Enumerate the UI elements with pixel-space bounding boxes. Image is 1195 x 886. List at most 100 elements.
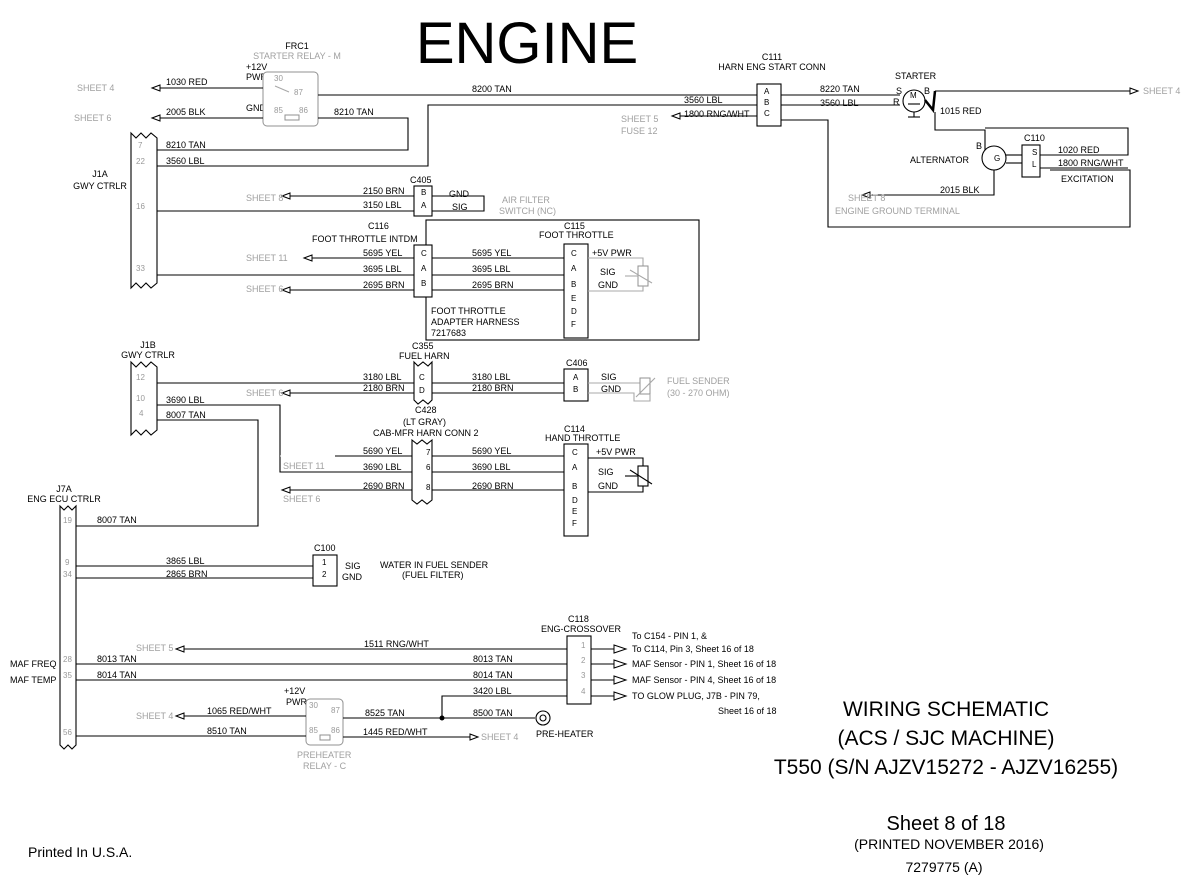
connector-j1b: J1B GWY CTRLR 12 10 4 [121, 340, 175, 437]
c114-pin-a: A [572, 463, 578, 472]
ref-sheet6-c: SHEET 6 [246, 388, 283, 398]
maf-temp-label: MAF TEMP [10, 675, 56, 685]
j1a-pin-7: 7 [138, 141, 143, 150]
preheater-relay: +12V PWR 30 87 85 86 PREHEATER RELAY - C… [76, 686, 594, 771]
ref-sheet11-b: SHEET 11 [283, 461, 325, 471]
c405-id: C405 [410, 175, 432, 185]
j1a-pin-16: 16 [136, 202, 145, 211]
dest-c154: To C154 - PIN 1, & [632, 631, 707, 641]
alt-g: G [994, 154, 1000, 163]
c114-gnd: GND [598, 481, 619, 491]
c118-pin-1: 1 [581, 641, 586, 650]
wire-8013-j7a: 8013 TAN [97, 654, 137, 664]
wire-1445: 1445 RED/WHT [363, 727, 428, 737]
document-number: 7279775 (A) [905, 859, 982, 875]
preheat-pwr: PWR [286, 697, 307, 707]
c116-label: FOOT THROTTLE INTDM [312, 234, 418, 244]
wire-2015: 2015 BLK [940, 185, 980, 195]
ref-fuse12: FUSE 12 [621, 126, 658, 136]
j7a-pin-35: 35 [63, 671, 72, 680]
ref-sheet5-b: SHEET 5 [136, 643, 173, 653]
frc1-pin-87: 87 [294, 88, 303, 97]
ref-sheet4-a: SHEET 4 [77, 83, 114, 93]
c111-pin-b: B [764, 98, 769, 107]
preheat-pin-86: 86 [331, 726, 340, 735]
wire-8200: 8200 TAN [472, 84, 512, 94]
j1a-pin-22: 22 [136, 157, 145, 166]
j1a-pin-33: 33 [136, 264, 145, 273]
printed-in: Printed In U.S.A. [28, 844, 132, 860]
c118-label: ENG-CROSSOVER [541, 624, 622, 634]
starter-motor: STARTER S R B M 1015 RED [893, 71, 986, 153]
c428-pin-8: 8 [426, 483, 431, 492]
frc1-pwr: PWR [246, 72, 267, 82]
adapter-label-2: ADAPTER HARNESS [431, 317, 520, 327]
frc1-label: STARTER RELAY - M [253, 51, 341, 61]
frc1-pin-30: 30 [274, 74, 283, 83]
wire-8510: 8510 TAN [207, 726, 247, 736]
footer-line-3: T550 (S/N AJZV15272 - AJZV16255) [774, 756, 1118, 779]
wire-8007-j7a: 8007 TAN [97, 515, 137, 525]
c355-pin-d: D [419, 386, 425, 395]
sheet-number: Sheet 8 of 18 [887, 813, 1006, 835]
c115-id: C115 [564, 221, 585, 231]
c406-gnd: GND [601, 384, 622, 394]
j7a-label: ENG ECU CTRLR [27, 494, 101, 504]
c405-pin-b: B [421, 188, 426, 197]
c115-sig: SIG [600, 267, 616, 277]
ref-sheet4-c: SHEET 4 [136, 711, 173, 721]
c428-label: CAB-MFR HARN CONN 2 [373, 428, 479, 438]
wire-8500: 8500 TAN [473, 708, 513, 718]
c110-pin-l: L [1032, 160, 1037, 169]
j1b-label: GWY CTRLR [121, 350, 175, 360]
adapter-label-3: 7217683 [431, 328, 466, 338]
air-filter-label-2: SWITCH (NC) [499, 206, 556, 216]
adapter-label-1: FOOT THROTTLE [431, 306, 506, 316]
wire-8007-j1b: 8007 TAN [166, 410, 206, 420]
c114-5v: +5V PWR [596, 447, 636, 457]
j1a-id: J1A [92, 169, 108, 179]
c115-pin-e: E [571, 294, 576, 303]
preheater-label: PRE-HEATER [536, 729, 594, 739]
j1a-body [130, 131, 158, 290]
c118-id: C118 [568, 614, 589, 624]
wire-2865: 2865 BRN [166, 569, 208, 579]
c115-5v: +5V PWR [592, 248, 632, 258]
wire-1030: 1030 RED [166, 77, 208, 87]
dest-maf-pin4: MAF Sensor - PIN 4, Sheet 16 of 18 [632, 675, 776, 685]
c100-body [312, 554, 338, 587]
ref-sheet11-a: SHEET 11 [246, 253, 288, 263]
c111-label: HARN ENG START CONN [718, 62, 826, 72]
j7a-pin-56: 56 [63, 728, 72, 737]
wire-3560-c111: 3560 LBL [684, 95, 723, 105]
wire-8220: 8220 TAN [820, 84, 860, 94]
fuel-sender-group: C355 FUEL HARN C D 3180 LBL SHEET 6 2180… [157, 341, 730, 405]
frc1-id: FRC1 [285, 41, 309, 51]
wire-2180-c355: 2180 BRN [363, 383, 405, 393]
starter-s: S [896, 86, 902, 96]
c114-pin-e: E [572, 507, 577, 516]
ref-sheet8-b: SHEET 8 [246, 193, 283, 203]
starter-m: M [910, 91, 917, 100]
frc1-switch [274, 85, 290, 93]
fuel-sender-label: FUEL SENDER [667, 376, 730, 386]
preheat-relay-label-2: RELAY - C [303, 761, 347, 771]
c405-sig: SIG [452, 202, 468, 212]
preheat-pin-30: 30 [309, 701, 318, 710]
connector-c111: C111 HARN ENG START CONN A B C [718, 52, 826, 127]
wire-3180-c355: 3180 LBL [363, 372, 402, 382]
c405-pin-a: A [421, 201, 427, 210]
connector-c405: C405 B A SHEET 8 2150 BRN 3150 LBL GND S… [157, 175, 556, 217]
c405-gnd: GND [449, 189, 470, 199]
frc1-coil [284, 114, 300, 121]
water-sender-label: WATER IN FUEL SENDER [380, 560, 489, 570]
wire-3690-c428: 3690 LBL [363, 462, 402, 472]
wire-3690-j1b: 3690 LBL [166, 395, 205, 405]
preheat-12v: +12V [284, 686, 305, 696]
ref-sheet6-a: SHEET 6 [74, 113, 111, 123]
j1b-pin-12: 12 [136, 373, 145, 382]
starter-relay-frc1: FRC1 STARTER RELAY - M +12V PWR GND 30 8… [246, 41, 341, 127]
relay-wires: 1030 RED SHEET 4 2005 BLK SHEET 6 8200 T… [74, 77, 757, 167]
j1b-pin-10: 10 [136, 394, 145, 403]
